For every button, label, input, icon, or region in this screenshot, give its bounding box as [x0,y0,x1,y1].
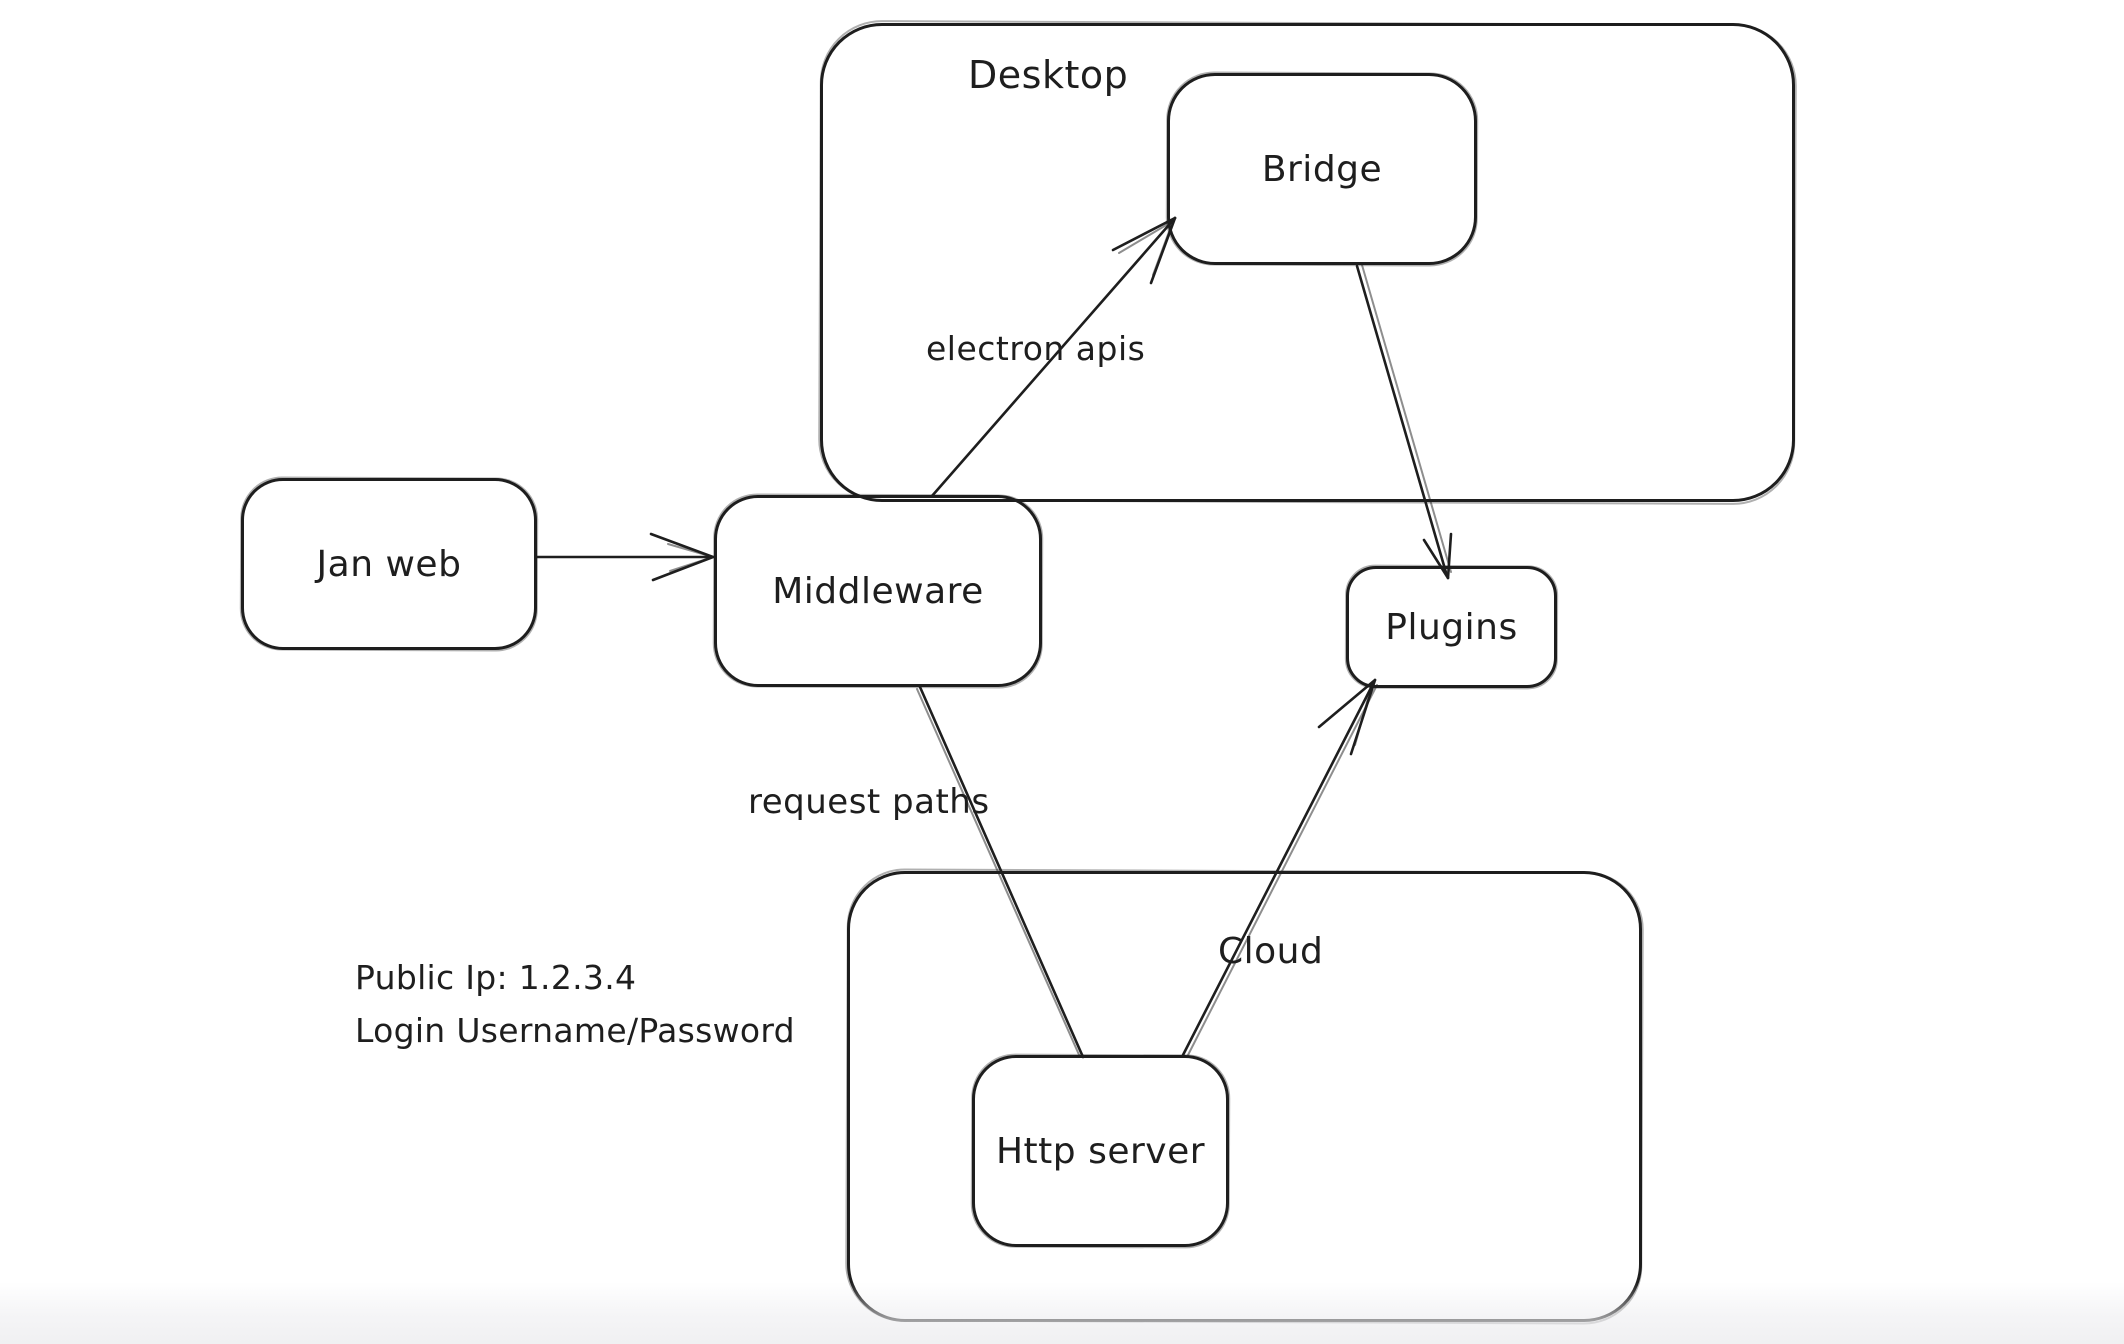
annotation-cloud-credentials[interactable]: Public Ip: 1.2.3.4 Login Username/Passwo… [355,951,795,1057]
edge-label-electron-apis[interactable]: electron apis [926,329,1146,368]
container-desktop[interactable]: Desktop [820,23,1795,502]
node-middleware-label: Middleware [772,570,984,612]
node-bridge-label: Bridge [1261,148,1383,190]
container-cloud[interactable]: Cloud [847,871,1642,1322]
node-jan-web-label: Jan web [316,543,462,585]
node-bridge[interactable]: Bridge [1167,73,1477,265]
container-desktop-label: Desktop [968,53,1129,97]
node-plugins[interactable]: Plugins [1346,566,1557,688]
node-jan-web[interactable]: Jan web [241,478,537,650]
node-http-server[interactable]: Http server [972,1055,1229,1247]
node-plugins-label: Plugins [1385,606,1518,648]
node-middleware[interactable]: Middleware [714,495,1042,687]
edge-janweb-to-middleware[interactable] [535,532,715,582]
container-cloud-label: Cloud [1218,931,1324,972]
edge-label-request-paths[interactable]: request paths [748,782,990,822]
node-http-server-label: Http server [995,1130,1206,1172]
annotation-login: Login Username/Password [355,1011,795,1050]
annotation-public-ip: Public Ip: 1.2.3.4 [355,958,637,997]
